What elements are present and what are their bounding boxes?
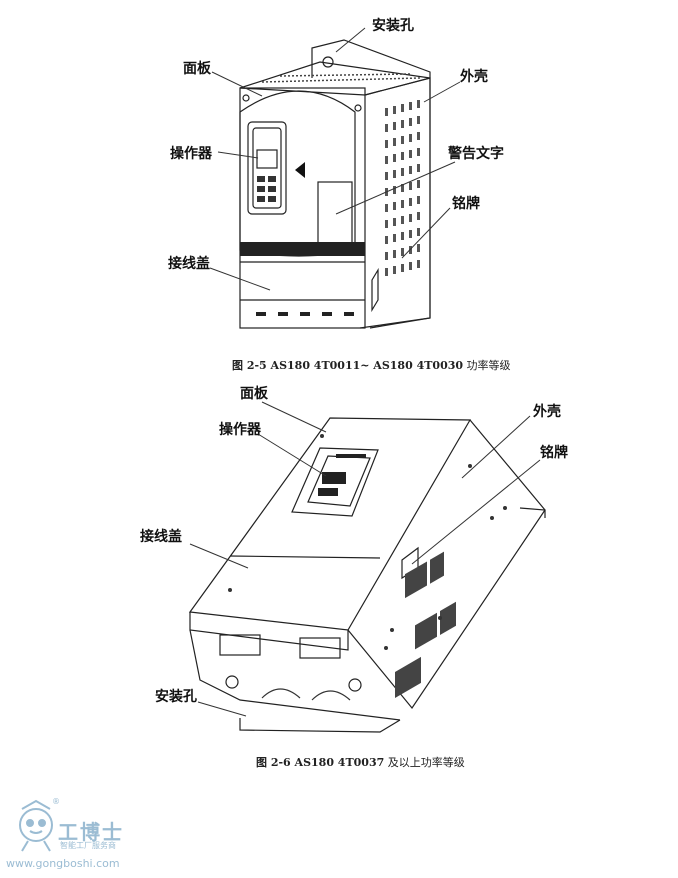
figure-1-caption-number: 图 2-5 AS180 4T0011~ AS180 4T0030 [232,359,464,372]
figure-1-drawing [209,27,461,329]
figure-2-drawing [188,401,546,733]
figure-2-caption: 图 2-6 AS180 4T0037 及以上功率等级 [256,754,465,770]
figure-2: 面板 操作器 外壳 铭牌 接线盖 安装孔 [0,380,678,760]
watermark-mascot-icon [19,799,53,852]
fig1-label-mount-hole: 安装孔 [372,18,414,34]
fig2-label-mount-hole: 安装孔 [155,689,197,705]
fig2-label-nameplate: 铭牌 [540,445,568,461]
figure-1-caption: 图 2-5 AS180 4T0011~ AS180 4T0030 功率等级 [232,357,511,373]
fig1-label-warning-text: 警告文字 [448,146,504,162]
fig1-label-wiring-cover: 接线盖 [168,256,210,272]
figure-1-caption-desc: 功率等级 [466,359,511,372]
fig1-label-operator: 操作器 [170,146,212,162]
watermark-title: 工博士 [58,820,124,844]
fig1-label-housing: 外壳 [460,69,488,85]
fig2-label-wiring-cover: 接线盖 [140,529,182,545]
fig2-label-operator: 操作器 [219,422,261,438]
fig2-label-panel: 面板 [240,386,268,402]
watermark-url: www.gongboshi.com [6,857,120,870]
watermark-subtitle: 智能工厂服务商 [60,841,116,850]
figure-2-caption-number: 图 2-6 AS180 4T0037 [256,756,385,769]
figure-1: 安装孔 面板 外壳 操作器 警告文字 铭牌 接线盖 [0,0,678,380]
fig2-label-housing: 外壳 [533,404,561,420]
fig1-label-panel: 面板 [183,61,211,77]
watermark-registered: ® [52,797,60,806]
figure-2-caption-desc: 及以上功率等级 [387,756,465,769]
fig1-label-nameplate: 铭牌 [452,196,480,212]
